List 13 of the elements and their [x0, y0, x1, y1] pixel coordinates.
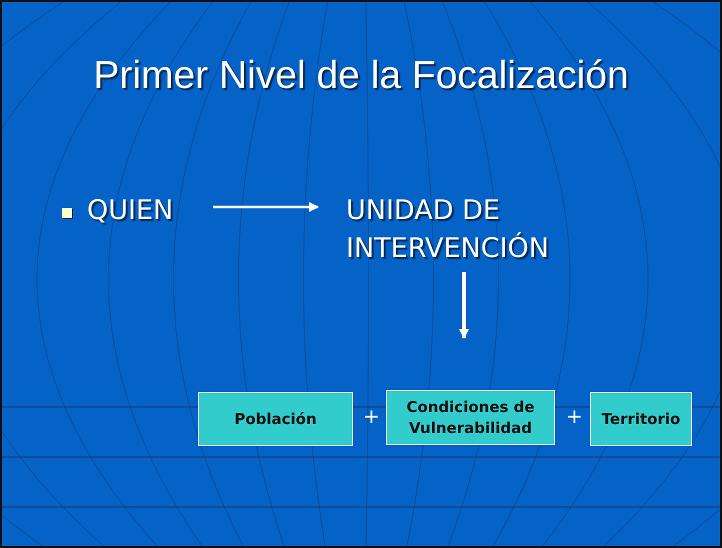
arrow: [459, 272, 469, 339]
arrow: [213, 202, 319, 212]
slide-title: Primer Nivel de la Focalización: [92, 54, 630, 98]
process-box: [198, 392, 353, 446]
node-label: Territorio: [602, 408, 680, 430]
plus-sign: +: [363, 406, 380, 426]
process-box: [590, 392, 692, 446]
node-label: Población: [234, 408, 317, 430]
node-label: QUIEN: [87, 195, 174, 226]
process-box: [386, 390, 555, 445]
plus-sign: +: [566, 406, 583, 426]
node-label: UNIDAD DE INTERVENCIÓN: [346, 195, 549, 264]
node-label: Condiciones de Vulnerabilidad: [405, 396, 536, 438]
